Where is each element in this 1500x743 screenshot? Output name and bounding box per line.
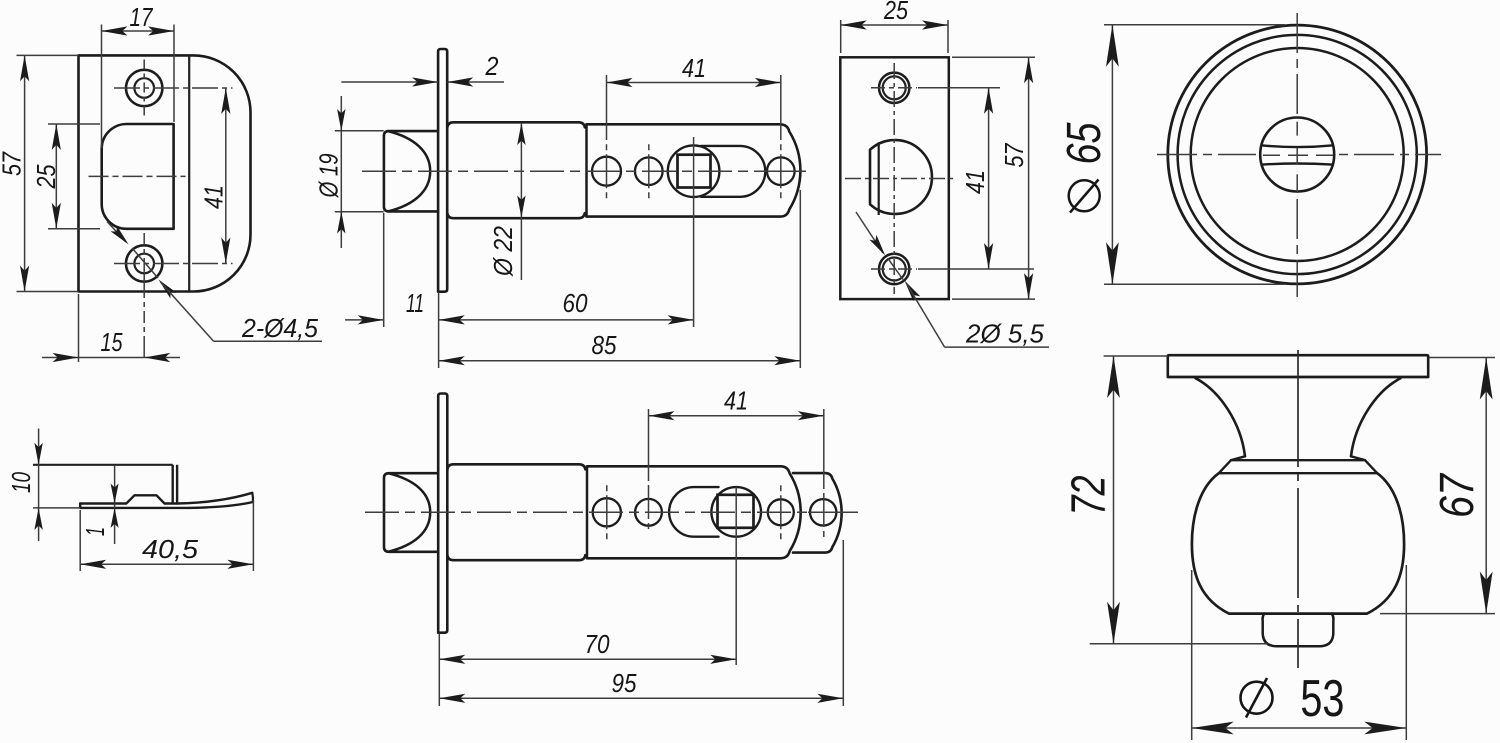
svg-text:41: 41 — [199, 185, 229, 209]
svg-text:60: 60 — [563, 288, 588, 318]
svg-text:41: 41 — [724, 386, 748, 416]
svg-text:2-Ø4,5: 2-Ø4,5 — [241, 313, 318, 343]
svg-text:15: 15 — [101, 327, 123, 357]
svg-text:25: 25 — [883, 0, 908, 25]
svg-text:10: 10 — [6, 472, 36, 493]
svg-text:Ø 19: Ø 19 — [314, 154, 344, 199]
svg-text:2Ø 5,5: 2Ø 5,5 — [965, 319, 1045, 349]
svg-text:53: 53 — [1300, 670, 1344, 728]
svg-text:17: 17 — [130, 2, 154, 32]
svg-text:72: 72 — [1063, 476, 1116, 516]
svg-text:41: 41 — [960, 170, 990, 194]
svg-text:65: 65 — [1058, 122, 1111, 164]
svg-text:40,5: 40,5 — [142, 534, 199, 564]
svg-text:2: 2 — [485, 51, 499, 81]
svg-text:85: 85 — [592, 330, 617, 360]
svg-text:57: 57 — [0, 151, 27, 176]
svg-text:95: 95 — [612, 668, 637, 698]
svg-text:41: 41 — [682, 53, 706, 83]
svg-text:70: 70 — [585, 629, 610, 659]
svg-text:1: 1 — [80, 527, 110, 536]
svg-text:Ø 22: Ø 22 — [488, 226, 518, 277]
svg-text:11: 11 — [406, 288, 424, 318]
svg-text:67: 67 — [1431, 472, 1484, 518]
svg-text:57: 57 — [999, 142, 1029, 167]
svg-text:25: 25 — [31, 164, 61, 189]
